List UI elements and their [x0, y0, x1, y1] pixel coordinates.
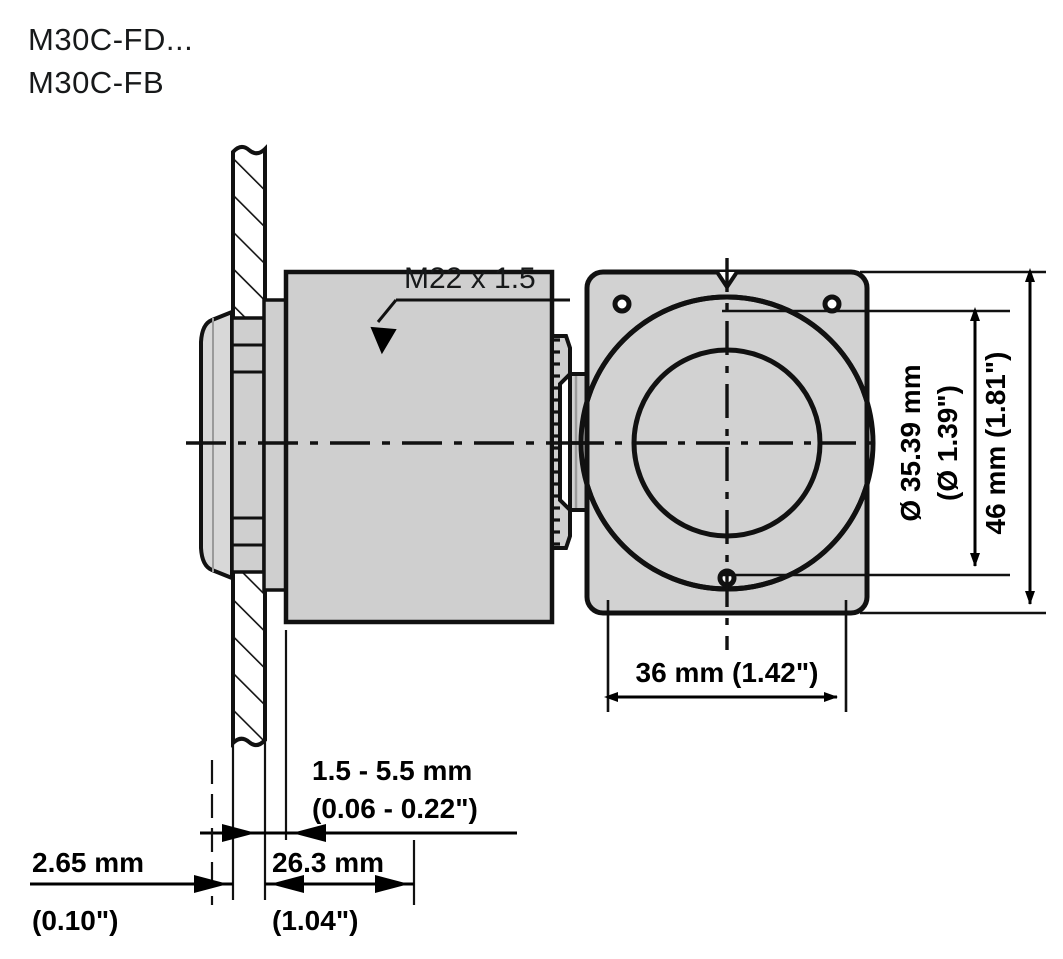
plate-width-primary: 36 mm (1.42"): [636, 657, 819, 688]
actuator-head: [199, 309, 234, 581]
main-body-block: [283, 269, 555, 625]
panel-thickness-secondary: (0.06 - 0.22"): [312, 793, 478, 824]
plate-height-primary: 46 mm (1.81"): [980, 352, 1011, 535]
bore-diameter-primary: Ø 35.39 mm: [895, 364, 926, 521]
dimension-plate-height: 46 mm (1.81"): [860, 268, 1046, 615]
front-projection-secondary: (0.10"): [32, 905, 118, 936]
bezel-shoulder: [262, 298, 288, 592]
dimension-panel-thickness: 1.5 - 5.5 mm (0.06 - 0.22"): [200, 630, 517, 842]
dimension-plate-width: 36 mm (1.42"): [604, 600, 848, 712]
title-line-1: M30C-FD...: [28, 22, 193, 57]
rear-depth-secondary: (1.04"): [272, 905, 358, 936]
dimension-rear-depth: 26.3 mm (1.04"): [265, 840, 416, 936]
panel-thickness-primary: 1.5 - 5.5 mm: [312, 755, 472, 786]
title-block: M30C-FD... M30C-FB: [28, 22, 193, 100]
panel-extension-lines: [231, 742, 267, 900]
front-projection-primary: 2.65 mm: [32, 847, 144, 878]
mounting-hole-top-right: [822, 294, 842, 314]
dimension-bore-diameter: Ø 35.39 mm (Ø 1.39"): [722, 307, 1010, 577]
front-face-view: [570, 258, 884, 650]
threaded-bushing: [550, 334, 572, 550]
section-side-view: M22 x 1.5: [186, 144, 672, 900]
bore-diameter-secondary: (Ø 1.39"): [932, 385, 963, 501]
rear-depth-primary: 26.3 mm: [272, 847, 384, 878]
front-collar-assembly: [230, 316, 266, 574]
thread-callout: M22 x 1.5: [370, 262, 570, 355]
title-line-2: M30C-FB: [28, 65, 164, 100]
thread-callout-label: M22 x 1.5: [404, 262, 536, 295]
dimension-front-projection: 2.65 mm (0.10"): [30, 760, 233, 936]
mounting-hole-top-left: [612, 294, 632, 314]
